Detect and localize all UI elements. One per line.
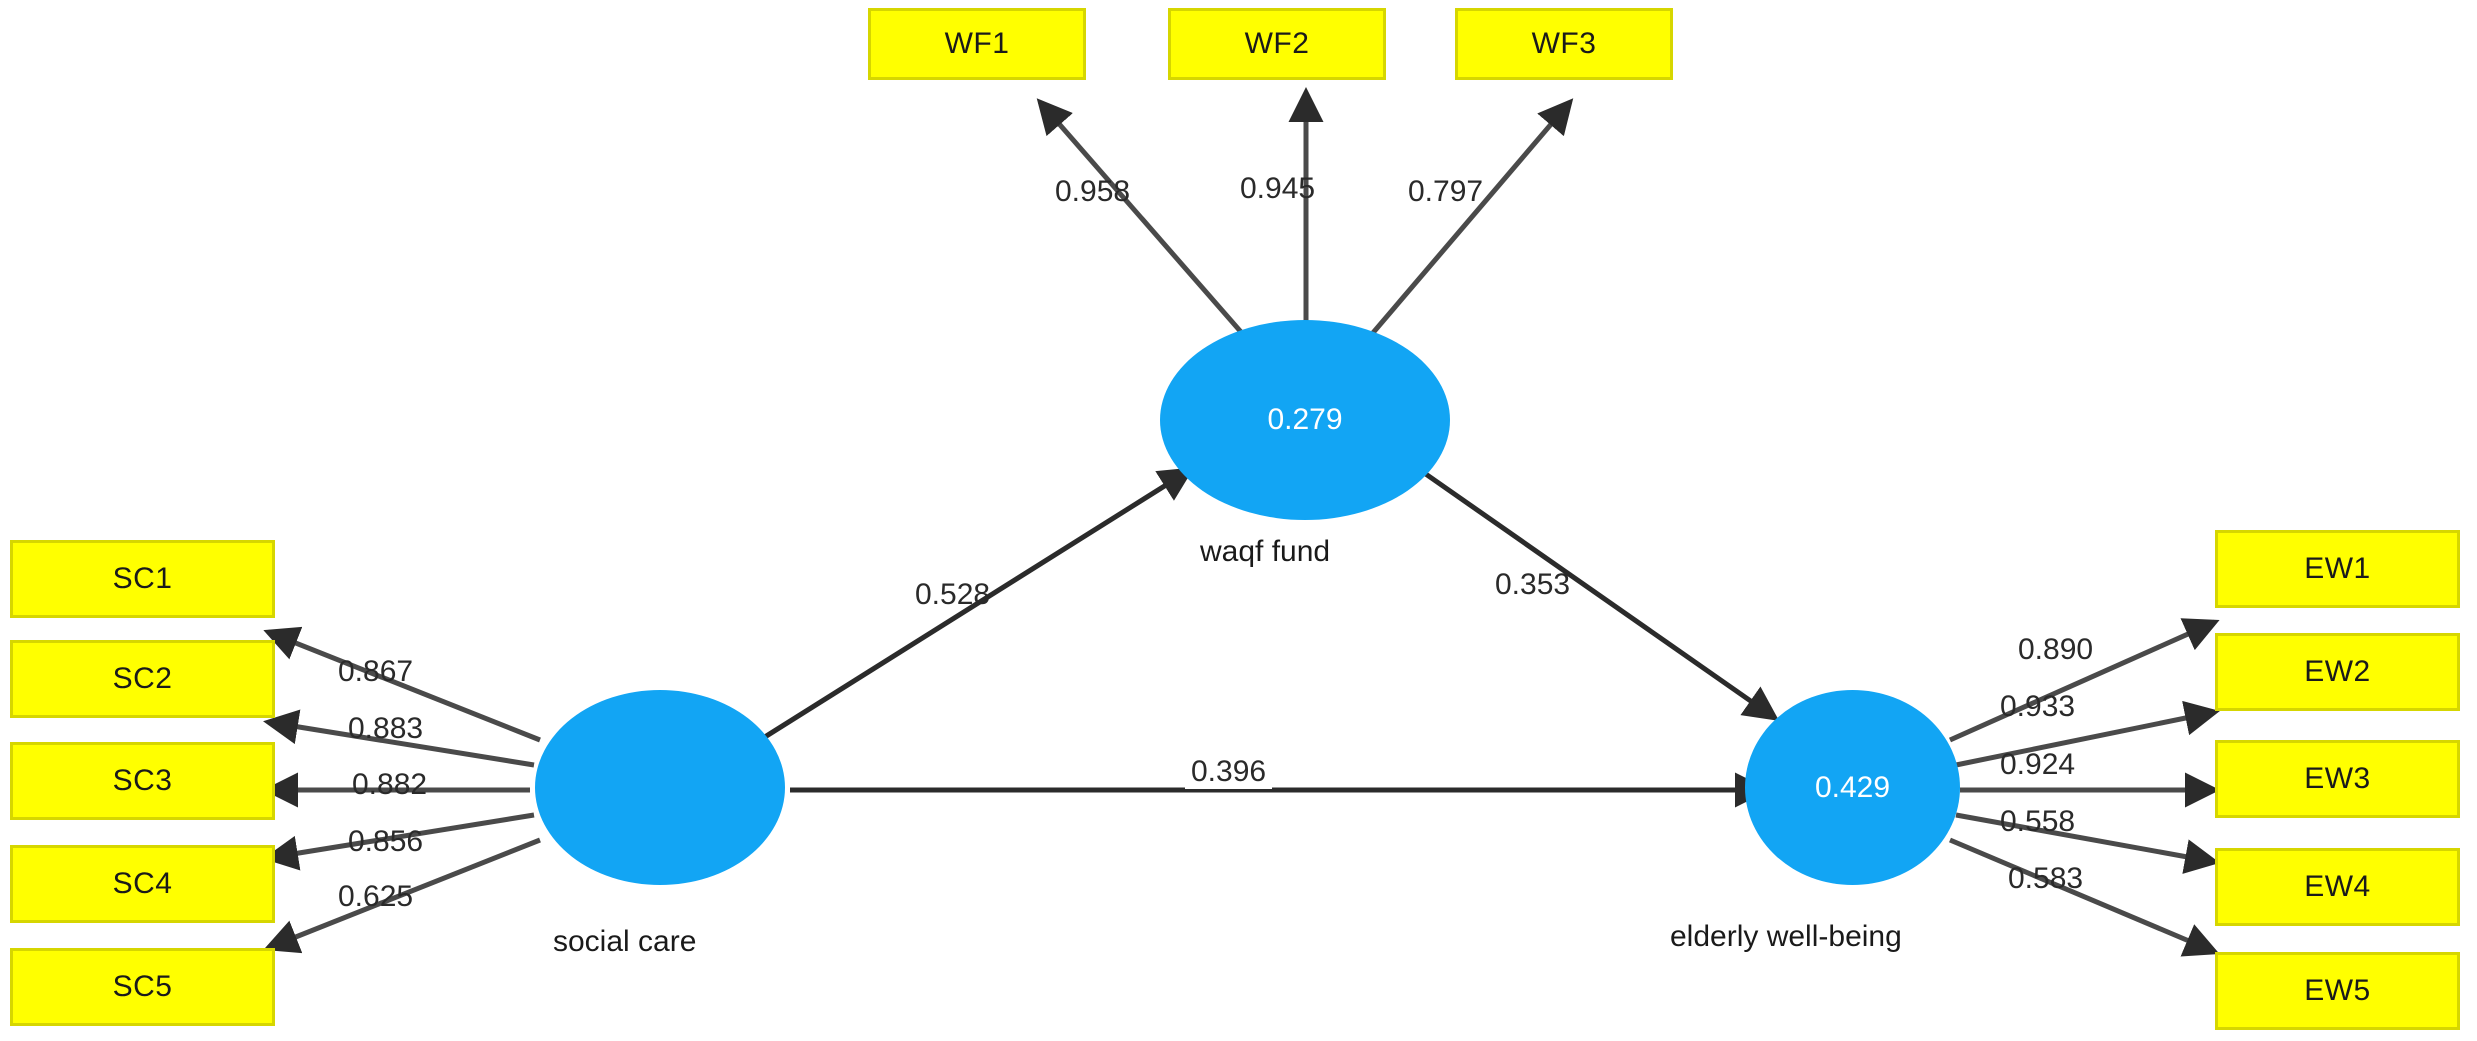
indicator-label-wf2: WF2	[1244, 27, 1310, 60]
indicator-label-ew3: EW3	[2304, 762, 2371, 795]
construct-label-elderly-well-being: elderly well-being	[1670, 920, 1902, 953]
construct-label-social-care: social care	[553, 925, 697, 958]
indicator-box-wf1[interactable]: WF1	[868, 8, 1086, 80]
indicator-label-sc4: SC4	[112, 867, 173, 900]
path-coefficient-social-care-to-elderly-well-being: 0.396	[1185, 755, 1273, 789]
indicator-label-sc1: SC1	[112, 562, 173, 595]
indicator-label-wf1: WF1	[944, 27, 1010, 60]
indicator-label-ew5: EW5	[2304, 974, 2371, 1007]
construct-elderly-well-being[interactable]: 0.429	[1745, 690, 1960, 885]
indicator-box-sc3[interactable]: SC3	[10, 742, 275, 820]
loading-label-wf1: 0.958	[1055, 175, 1131, 208]
indicator-box-ew3[interactable]: EW3	[2215, 740, 2460, 818]
loading-label-ew3: 0.924	[2000, 748, 2076, 781]
indicator-box-sc4[interactable]: SC4	[10, 845, 275, 923]
path-coefficient-social-care-to-waqf-fund: 0.528	[915, 578, 991, 611]
edges-structural	[758, 467, 1780, 808]
edge-wf-wf3	[1358, 98, 1574, 350]
loading-label-ew5: 0.583	[2008, 862, 2084, 895]
indicator-box-ew5[interactable]: EW5	[2215, 952, 2460, 1030]
indicator-box-ew4[interactable]: EW4	[2215, 848, 2460, 926]
edge-ew-ew2	[1955, 700, 2220, 768]
path-coefficient-waqf-fund-to-elderly-well-being: 0.353	[1495, 568, 1571, 601]
construct-label-waqf-fund: waqf fund	[1200, 535, 1331, 568]
loading-label-ew4: 0.558	[2000, 805, 2076, 838]
indicator-box-wf2[interactable]: WF2	[1168, 8, 1386, 80]
indicator-label-ew4: EW4	[2304, 870, 2371, 903]
loading-label-sc5: 0.625	[338, 880, 414, 913]
edge-ew-ew4	[1955, 812, 2220, 874]
edge-waqf-fund-to-elderly-well-being	[1418, 467, 1780, 721]
loading-label-ew1: 0.890	[2018, 633, 2094, 666]
indicator-box-sc1[interactable]: SC1	[10, 540, 275, 618]
loading-label-wf2: 0.945	[1240, 172, 1316, 205]
loading-label-ew2: 0.933	[2000, 690, 2076, 723]
construct-value-waqf-fund: 0.279	[1267, 403, 1343, 436]
loading-label-sc3: 0.882	[352, 768, 428, 801]
indicator-box-ew2[interactable]: EW2	[2215, 633, 2460, 711]
indicator-label-wf3: WF3	[1531, 27, 1597, 60]
loading-label-sc1: 0.867	[338, 655, 414, 688]
construct-waqf-fund[interactable]: 0.279	[1160, 320, 1450, 520]
indicator-label-ew1: EW1	[2304, 552, 2371, 585]
loading-label-sc2: 0.883	[348, 712, 424, 745]
edges-waqf-fund-loadings	[1036, 87, 1574, 350]
edge-wf-wf1	[1036, 98, 1257, 350]
indicator-label-sc5: SC5	[112, 970, 173, 1003]
indicator-label-sc3: SC3	[112, 764, 173, 797]
edge-ew-ew5	[1949, 837, 2220, 957]
construct-value-elderly-well-being: 0.429	[1814, 770, 1891, 804]
indicator-box-wf3[interactable]: WF3	[1455, 8, 1673, 80]
edges-elderly-well-being-loadings	[1948, 618, 2220, 957]
indicator-box-sc5[interactable]: SC5	[10, 948, 275, 1026]
construct-social-care[interactable]	[535, 690, 785, 885]
indicator-label-sc2: SC2	[112, 662, 173, 695]
indicator-label-ew2: EW2	[2304, 655, 2371, 688]
indicator-box-ew1[interactable]: EW1	[2215, 530, 2460, 608]
indicator-box-sc2[interactable]: SC2	[10, 640, 275, 718]
loading-label-wf3: 0.797	[1408, 175, 1484, 208]
loading-label-sc4: 0.856	[348, 825, 424, 858]
